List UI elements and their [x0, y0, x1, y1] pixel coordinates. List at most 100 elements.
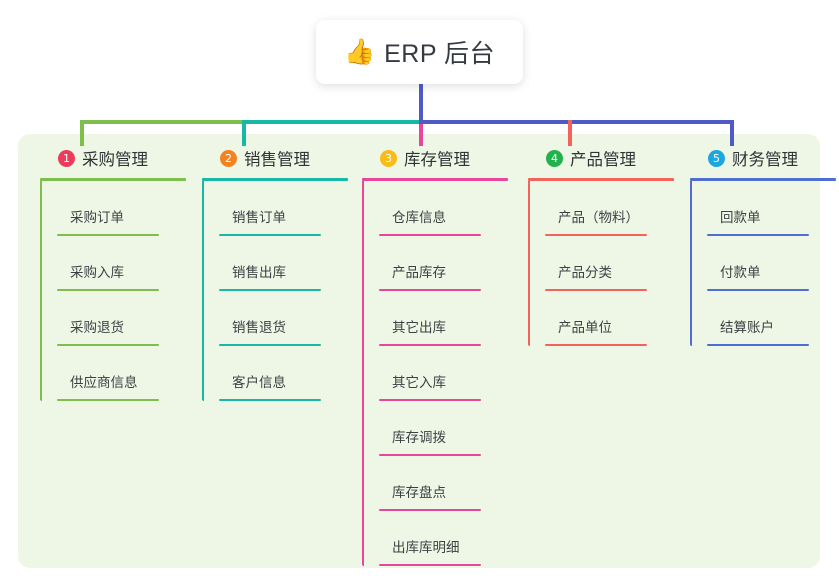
- list-item[interactable]: 产品单位: [545, 291, 674, 346]
- column-items: 销售订单销售出库销售退货客户信息: [202, 181, 348, 401]
- list-item-underline: [57, 289, 159, 291]
- list-item[interactable]: 库存调拨: [379, 401, 508, 456]
- list-item[interactable]: 库存盘点: [379, 456, 508, 511]
- root-node-card[interactable]: 👍 ERP 后台: [316, 20, 523, 84]
- list-item-underline: [707, 234, 809, 236]
- column-items: 采购订单采购入库采购退货供应商信息: [40, 181, 186, 401]
- list-item-underline: [219, 399, 321, 401]
- list-item-label: 采购入库: [70, 265, 124, 280]
- diagram-panel: [18, 134, 820, 568]
- list-item[interactable]: 供应商信息: [57, 346, 186, 401]
- list-item-label: 其它入库: [392, 375, 446, 390]
- column-spine: [40, 181, 42, 401]
- column-spine: [202, 181, 204, 401]
- list-item-underline: [379, 564, 481, 566]
- column-underline: [528, 178, 674, 181]
- column-underline: [362, 178, 508, 181]
- column-items: 产品（物料） 产品分类产品单位: [528, 181, 674, 346]
- list-item-underline: [707, 344, 809, 346]
- list-item-underline: [545, 289, 647, 291]
- drop-line-4: [568, 120, 572, 146]
- list-item-label: 产品（物料）: [558, 210, 639, 225]
- list-item[interactable]: 其它出库: [379, 291, 508, 346]
- list-item-underline: [545, 234, 647, 236]
- list-item-label: 销售订单: [232, 210, 286, 225]
- root-node-title: ERP 后台: [384, 40, 496, 68]
- column-underline: [202, 178, 348, 181]
- list-item[interactable]: 付款单: [707, 236, 836, 291]
- list-item-underline: [219, 344, 321, 346]
- column-spine: [528, 181, 530, 346]
- column-header-3[interactable]: 3 库存管理: [362, 146, 508, 170]
- column-underline: [690, 178, 836, 181]
- list-item[interactable]: 客户信息: [219, 346, 348, 401]
- column-title: 库存管理: [404, 151, 470, 169]
- list-item-label: 供应商信息: [70, 375, 138, 390]
- drop-line-1: [80, 120, 84, 146]
- list-item[interactable]: 销售退货: [219, 291, 348, 346]
- column-采购管理: 1 采购管理采购订单采购入库采购退货供应商信息: [40, 146, 186, 401]
- column-items: 仓库信息产品库存其它出库其它入库库存调拨库存盘点出库库明细: [362, 181, 508, 566]
- list-item-underline: [379, 289, 481, 291]
- drop-line-5: [730, 120, 734, 146]
- drop-line-3: [419, 124, 423, 146]
- list-item[interactable]: 仓库信息: [379, 181, 508, 236]
- column-header-1[interactable]: 1 采购管理: [40, 146, 186, 170]
- column-产品管理: 4 产品管理产品（物料） 产品分类产品单位: [528, 146, 674, 346]
- column-header-5[interactable]: 5 财务管理: [690, 146, 836, 170]
- column-header-4[interactable]: 4 产品管理: [528, 146, 674, 170]
- list-item[interactable]: 采购退货: [57, 291, 186, 346]
- column-badge-1: 1: [58, 149, 75, 167]
- list-item-label: 付款单: [720, 265, 761, 280]
- drop-line-2: [242, 120, 246, 146]
- column-库存管理: 3 库存管理仓库信息产品库存其它出库其它入库库存调拨库存盘点出库库明细: [362, 146, 508, 566]
- list-item-label: 库存调拨: [392, 430, 446, 445]
- list-item[interactable]: 产品分类: [545, 236, 674, 291]
- list-item-label: 结算账户: [720, 320, 774, 335]
- list-item[interactable]: 采购入库: [57, 236, 186, 291]
- column-badge-3: 3: [380, 149, 397, 167]
- bus-segment-left: [80, 120, 244, 124]
- list-item-label: 销售出库: [232, 265, 286, 280]
- list-item-underline: [57, 344, 159, 346]
- list-item-label: 产品库存: [392, 265, 446, 280]
- list-item[interactable]: 产品库存: [379, 236, 508, 291]
- list-item-underline: [57, 234, 159, 236]
- list-item-underline: [379, 344, 481, 346]
- list-item-label: 采购退货: [70, 320, 124, 335]
- list-item-underline: [379, 454, 481, 456]
- list-item-underline: [57, 399, 159, 401]
- list-item-underline: [707, 289, 809, 291]
- column-title: 财务管理: [732, 151, 798, 169]
- list-item-label: 库存盘点: [392, 485, 446, 500]
- list-item[interactable]: 其它入库: [379, 346, 508, 401]
- list-item[interactable]: 结算账户: [707, 291, 836, 346]
- list-item[interactable]: 出库库明细: [379, 511, 508, 566]
- list-item[interactable]: 回款单: [707, 181, 836, 236]
- list-item-label: 出库库明细: [392, 540, 460, 555]
- column-badge-5: 5: [708, 149, 725, 167]
- list-item[interactable]: 采购订单: [57, 181, 186, 236]
- column-items: 回款单付款单结算账户: [690, 181, 836, 346]
- thumbs-up-icon: 👍: [343, 37, 376, 66]
- bus-segment-right: [419, 120, 734, 124]
- list-item-label: 产品单位: [558, 320, 612, 335]
- bus-segment-mid: [242, 120, 421, 124]
- column-badge-4: 4: [546, 149, 563, 167]
- list-item[interactable]: 销售出库: [219, 236, 348, 291]
- list-item[interactable]: 销售订单: [219, 181, 348, 236]
- list-item-label: 产品分类: [558, 265, 612, 280]
- list-item-underline: [219, 289, 321, 291]
- list-item-underline: [379, 509, 481, 511]
- list-item[interactable]: 产品（物料）: [545, 181, 674, 236]
- column-title: 产品管理: [570, 151, 636, 169]
- column-badge-2: 2: [220, 149, 237, 167]
- column-spine: [690, 181, 692, 346]
- list-item-label: 回款单: [720, 210, 761, 225]
- column-title: 采购管理: [82, 151, 148, 169]
- list-item-label: 其它出库: [392, 320, 446, 335]
- list-item-underline: [379, 399, 481, 401]
- list-item-label: 仓库信息: [392, 210, 446, 225]
